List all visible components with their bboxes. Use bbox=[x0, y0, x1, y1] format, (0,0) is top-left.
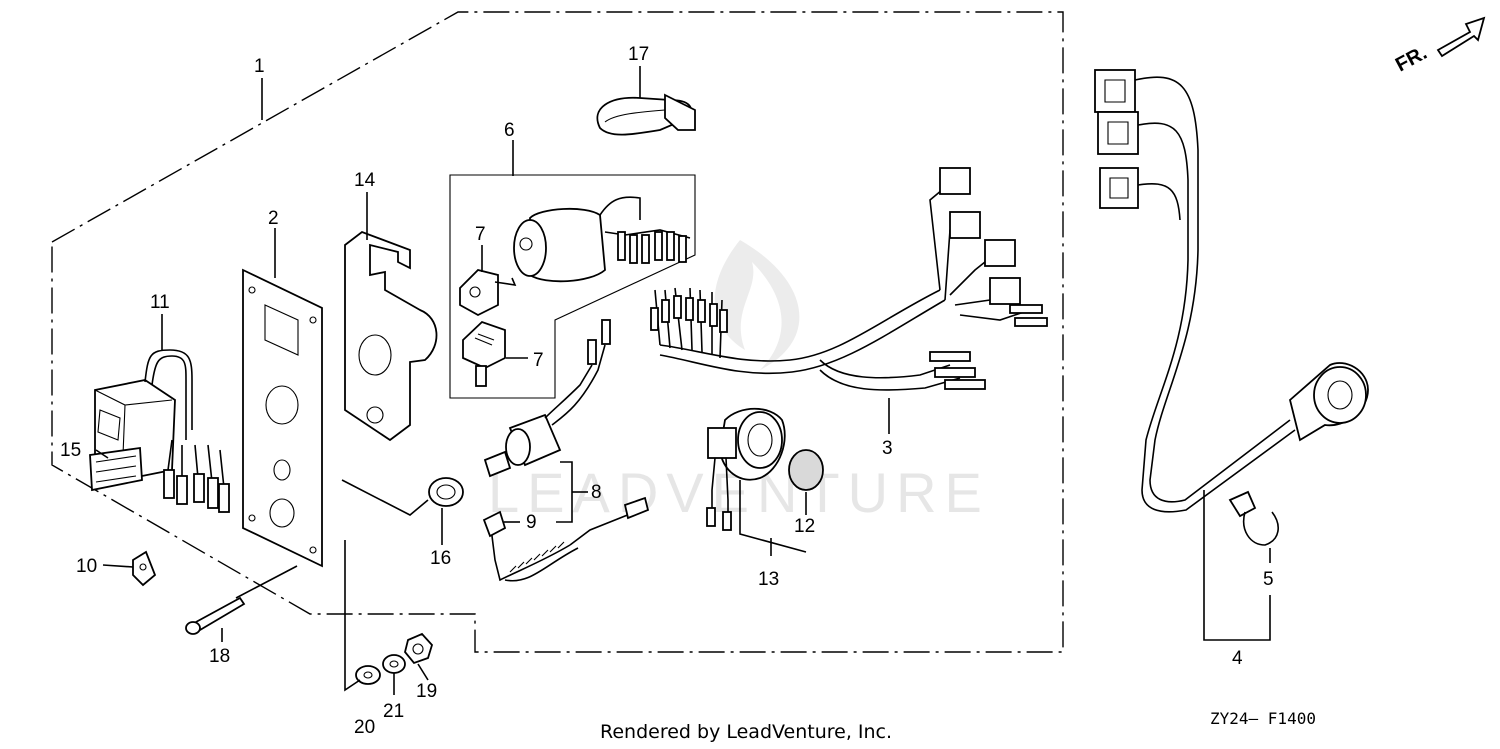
callout-3: 3 bbox=[882, 438, 893, 459]
callout-17: 17 bbox=[628, 44, 649, 65]
clip-part-10 bbox=[132, 550, 157, 587]
callout-7-cap: 7 bbox=[533, 350, 544, 371]
callout-8: 8 bbox=[591, 482, 602, 503]
watermark: LEADVENTURE bbox=[488, 240, 982, 524]
footer-credit: Rendered by LeadVenture, Inc. bbox=[600, 721, 892, 743]
callout-10: 10 bbox=[76, 556, 97, 577]
callout-13: 13 bbox=[758, 569, 779, 590]
callout-15: 15 bbox=[60, 440, 81, 461]
callout-11: 11 bbox=[150, 292, 170, 313]
key-part-7 bbox=[459, 269, 517, 387]
callout-5: 5 bbox=[1263, 569, 1274, 590]
callout-19: 19 bbox=[416, 681, 437, 702]
washer-part-20 bbox=[355, 665, 381, 685]
callout-2: 2 bbox=[268, 208, 279, 229]
solenoid-part-8 bbox=[483, 319, 611, 478]
washer-part-21 bbox=[382, 654, 406, 674]
front-direction-label: FR. bbox=[1392, 42, 1431, 77]
callouts: 1 2 3 4 5 6 7 7 8 9 10 11 12 13 14 15 16… bbox=[60, 44, 1274, 738]
diagram-code: ZY24— F1400 bbox=[1210, 709, 1316, 728]
callout-16: 16 bbox=[430, 548, 451, 569]
switch-part-11 bbox=[94, 349, 230, 513]
clamp-part-17 bbox=[596, 93, 696, 136]
callout-12: 12 bbox=[794, 516, 815, 537]
panel-part-2 bbox=[242, 268, 323, 568]
callout-6: 6 bbox=[504, 120, 515, 141]
callout-7-key: 7 bbox=[475, 224, 486, 245]
front-direction-arrow: FR. bbox=[1392, 16, 1486, 77]
callout-9: 9 bbox=[526, 512, 537, 533]
lanyard-part-9 bbox=[482, 496, 650, 582]
cover-part-15 bbox=[89, 446, 143, 492]
callout-14: 14 bbox=[354, 170, 376, 191]
extension-harness-part-4 bbox=[1094, 69, 1369, 513]
callout-18: 18 bbox=[209, 646, 230, 667]
callout-20: 20 bbox=[354, 717, 375, 738]
clamp-part-5 bbox=[1228, 490, 1279, 546]
callout-21: 21 bbox=[383, 701, 404, 722]
grommet-part-16 bbox=[428, 477, 464, 507]
nut-part-19 bbox=[404, 632, 434, 665]
assembly-outline bbox=[51, 11, 1064, 653]
callout-1: 1 bbox=[254, 56, 265, 77]
callout-4: 4 bbox=[1232, 648, 1243, 669]
leader-lines bbox=[95, 66, 1271, 695]
harness-part-3 bbox=[650, 167, 1048, 391]
bracket-part-14 bbox=[344, 230, 438, 442]
bolt-part-18 bbox=[185, 596, 246, 635]
cover-part-12 bbox=[788, 449, 824, 491]
buzzer-part-13 bbox=[706, 407, 786, 531]
ignition-switch-part-6 bbox=[449, 174, 696, 399]
